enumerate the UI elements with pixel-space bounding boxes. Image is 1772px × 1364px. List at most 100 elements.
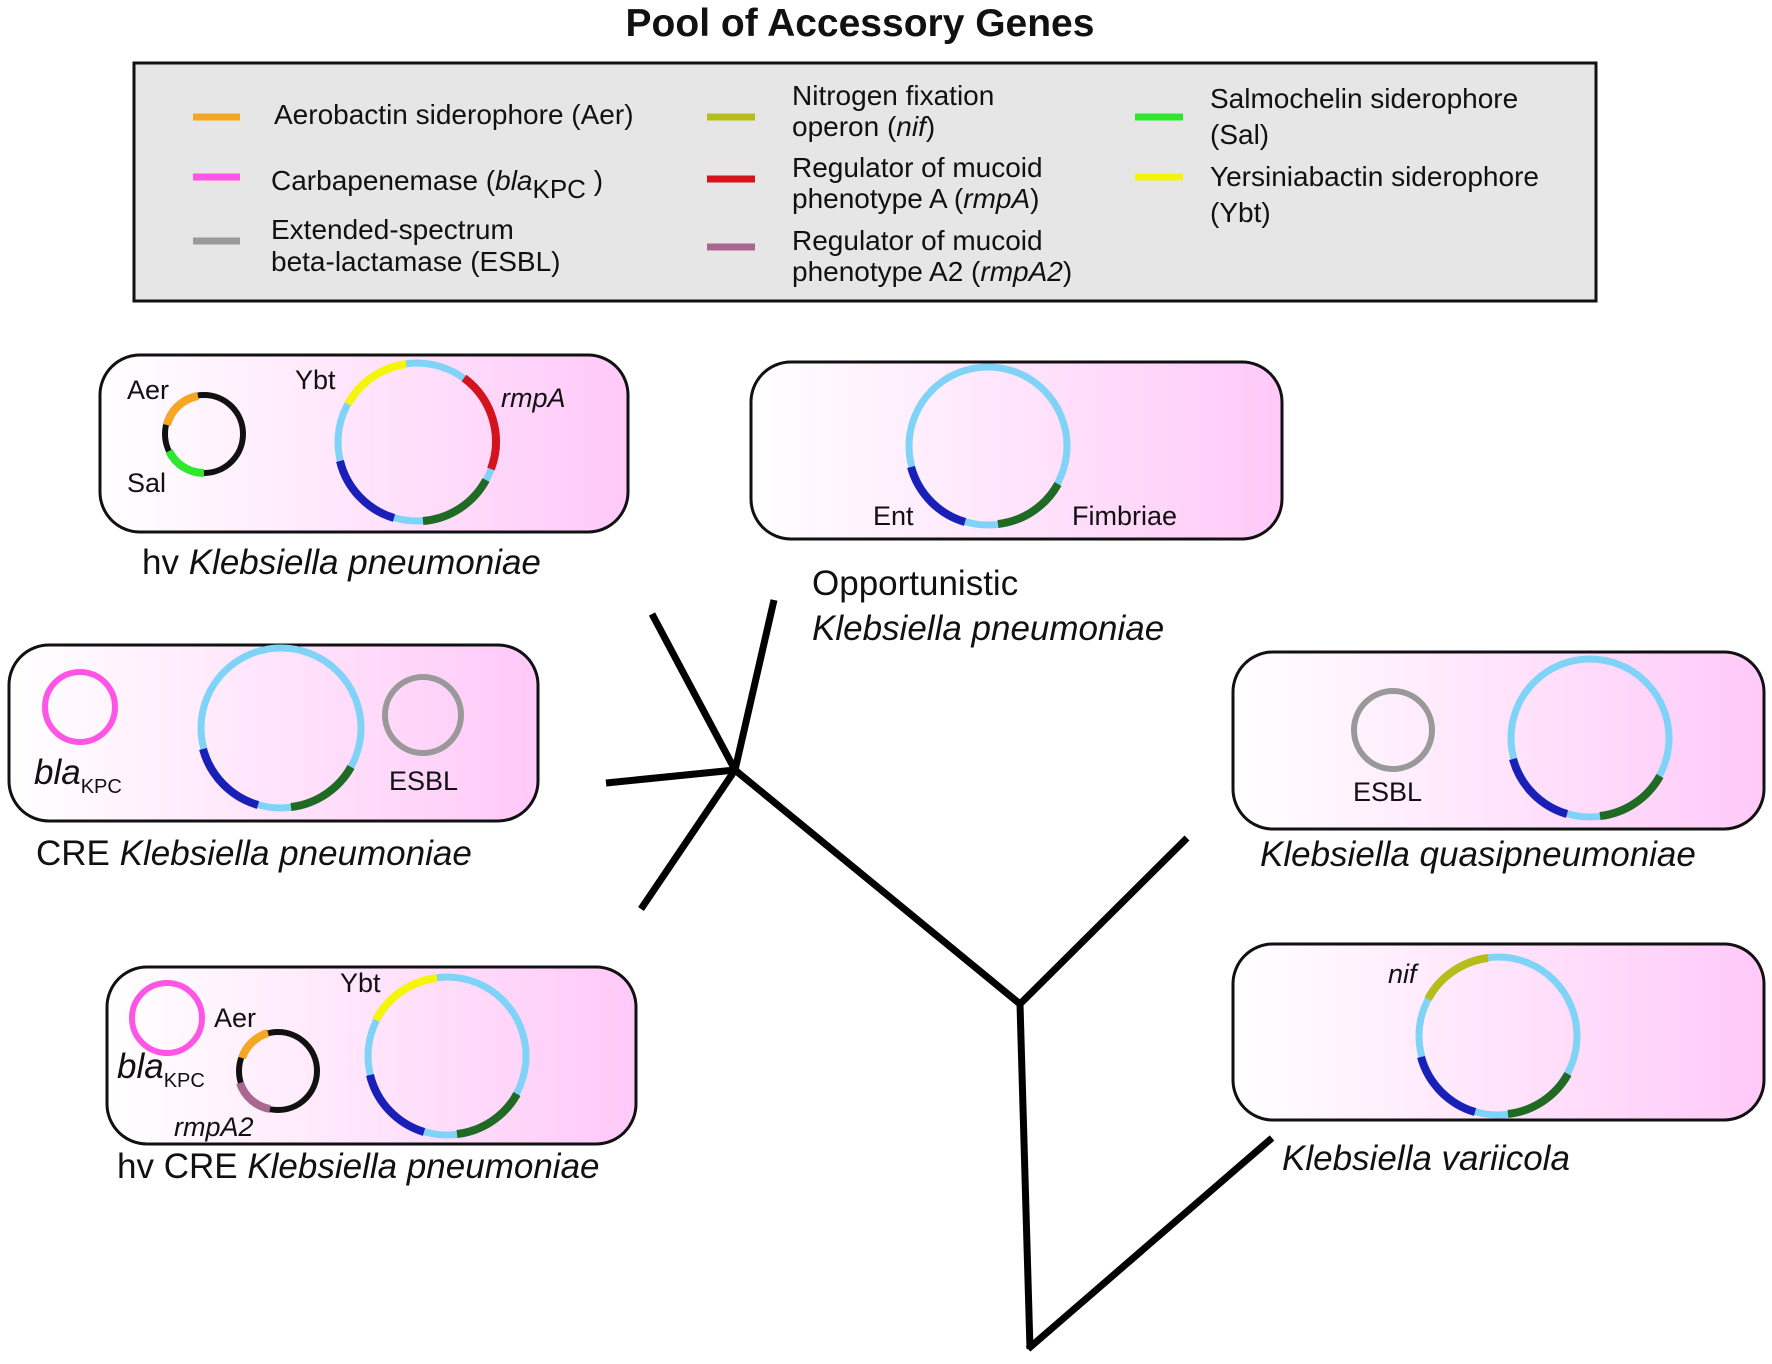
label-bla: bla: [34, 753, 81, 792]
legend-label-aer: Aerobactin siderophore (Aer): [274, 99, 634, 130]
cell-hv-klebsiella-pneumoniae: Aer Sal Ybt rmpA hv Klebsiella pneumonia…: [98, 353, 630, 582]
gene-fimbriae-segment: [1507, 1071, 1572, 1118]
gene-ent-segment: [1509, 757, 1569, 818]
label-bla: bla: [117, 1047, 164, 1086]
legend-label-kpc-gene: bla: [495, 165, 532, 196]
cell-opportunistic-klebsiella-pneumoniae: Ent Fimbriae Opportunistic Klebsiella pn…: [749, 360, 1284, 648]
legend-box: [132, 61, 1598, 303]
label-ybt: Ybt: [295, 365, 336, 395]
cell-body: [1231, 942, 1766, 1122]
legend-label-esbl-2: beta-lactamase (ESBL): [271, 246, 560, 277]
cell-body: [98, 353, 630, 534]
cell-body: [1231, 650, 1766, 831]
label-aer: Aer: [127, 375, 169, 405]
caption-opportunistic-1: Opportunistic: [812, 564, 1018, 603]
caption-hvcre-species: Klebsiella pneumoniae: [247, 1147, 599, 1186]
plasmid-blaKPC: [129, 980, 205, 1056]
label-blaKPC: blaKPC: [34, 753, 122, 798]
label-blaKPC: blaKPC: [117, 1047, 205, 1092]
legend-label-rmpA-2: phenotype A (rmpA): [792, 183, 1040, 214]
label-fimbriae: Fimbriae: [1072, 501, 1177, 531]
legend-label-nif-2-gene: nif: [896, 111, 929, 142]
gene-nif-segment: [1424, 954, 1489, 1001]
gene-fimbriae-segment: [422, 477, 490, 525]
gene-ybt-segment: [372, 974, 438, 1022]
caption-quasi: Klebsiella quasipneumoniae: [1260, 835, 1696, 874]
cell-klebsiella-variicola: nif Klebsiella variicola: [1231, 942, 1766, 1178]
legend-label-rmpA2-2: phenotype A2 (rmpA2): [792, 256, 1072, 287]
cell-body: [749, 360, 1284, 541]
label-kpc-subscript: KPC: [81, 776, 122, 798]
legend: Aerobactin siderophore (Aer) Carbapenema…: [132, 61, 1598, 303]
legend-label-rmpA2-2-pre: phenotype A2 (: [792, 256, 981, 287]
chromosome: [1415, 953, 1581, 1119]
caption-variicola: Klebsiella variicola: [1282, 1139, 1570, 1178]
legend-label-kpc-pre: Carbapenemase (: [271, 165, 496, 196]
caption-hv: hv Klebsiella pneumoniae: [142, 543, 541, 582]
gene-ent-segment: [336, 459, 396, 522]
caption-cre-species: Klebsiella pneumoniae: [120, 834, 472, 873]
label-esbl: ESBL: [1353, 777, 1422, 807]
gene-fimbriae-segment: [290, 764, 355, 811]
label-ent: Ent: [873, 501, 914, 531]
legend-label-rmpA-2-post: ): [1030, 183, 1039, 214]
gene-fimbriae-segment: [1599, 773, 1664, 820]
tree-branch-opportunistic: [731, 599, 778, 771]
plasmid-blaKPC: [42, 669, 118, 745]
gene-ent-segment: [199, 747, 260, 809]
tree-branch-cre: [605, 766, 736, 787]
legend-label-kpc-post: ): [586, 165, 603, 196]
tree-branch-quasi: [1017, 835, 1190, 1007]
legend-label-nif-1: Nitrogen fixation: [792, 80, 994, 111]
label-kpc-subscript: KPC: [164, 1070, 205, 1092]
phylogenetic-tree: [605, 599, 1275, 1352]
gene-aer-segment: [238, 1029, 270, 1060]
gene-rmpA2-segment: [236, 1081, 271, 1113]
tree-branch-root: [1016, 1003, 1034, 1350]
label-ybt: Ybt: [340, 968, 381, 998]
legend-label-kpc: Carbapenemase (blaKPC ): [271, 165, 603, 204]
legend-label-esbl-1: Extended-spectrum: [271, 214, 514, 245]
tree-branch-variicola: [1025, 1135, 1275, 1352]
gene-rmpA-segment: [461, 374, 500, 471]
cell-klebsiella-quasipneumoniae: ESBL Klebsiella quasipneumoniae: [1231, 650, 1766, 874]
gene-fimbriae-segment: [997, 481, 1062, 528]
chromosome: [1507, 655, 1673, 821]
legend-label-rmpA2-2-post: ): [1063, 256, 1072, 287]
tree-branch-hvcre: [638, 768, 738, 911]
plasmid-esbl: [382, 674, 464, 756]
legend-label-sal-1: Salmochelin siderophore: [1210, 83, 1518, 114]
chromosome: [197, 644, 365, 812]
legend-label-rmpA-2-gene: rmpA: [963, 183, 1030, 214]
cell-hv-cre-klebsiella-pneumoniae: blaKPC Aer rmpA2 Ybt hv CRE Klebsiella p…: [105, 965, 638, 1186]
caption-hvcre: hv CRE Klebsiella pneumoniae: [117, 1147, 600, 1186]
label-aer: Aer: [214, 1003, 256, 1033]
tree-branch-inner: [732, 767, 1023, 1007]
legend-label-nif-2: operon (nif): [792, 111, 935, 142]
gene-sal-segment: [165, 449, 205, 477]
gene-ent-segment: [366, 1073, 426, 1136]
caption-hvcre-prefix: hv CRE: [117, 1147, 247, 1186]
legend-label-sal-2: (Sal): [1210, 119, 1269, 150]
legend-label-kpc-sub: KPC: [533, 174, 586, 204]
caption-hv-prefix: hv: [142, 543, 189, 582]
label-nif: nif: [1388, 959, 1419, 989]
legend-label-nif-2-post: ): [926, 111, 935, 142]
caption-cre-prefix: CRE: [36, 834, 120, 873]
legend-label-rmpA2-2-gene: rmpA2: [980, 256, 1063, 287]
legend-label-ybt-1: Yersiniabactin siderophore: [1210, 161, 1539, 192]
legend-label-ybt-2: (Ybt): [1210, 197, 1271, 228]
label-sal: Sal: [127, 468, 166, 498]
gene-ybt-segment: [344, 360, 407, 407]
diagram-title: Pool of Accessory Genes: [626, 2, 1095, 45]
tree-branch-hv: [648, 612, 739, 772]
chromosome: [364, 973, 530, 1139]
plasmid: [236, 1029, 320, 1113]
caption-opportunistic-2: Klebsiella pneumoniae: [812, 609, 1164, 648]
chromosome: [905, 363, 1071, 529]
gene-ent-segment: [907, 465, 967, 526]
label-esbl: ESBL: [389, 766, 458, 796]
plasmid-esbl: [1351, 688, 1435, 772]
legend-label-rmpA2-1: Regulator of mucoid: [792, 225, 1043, 256]
